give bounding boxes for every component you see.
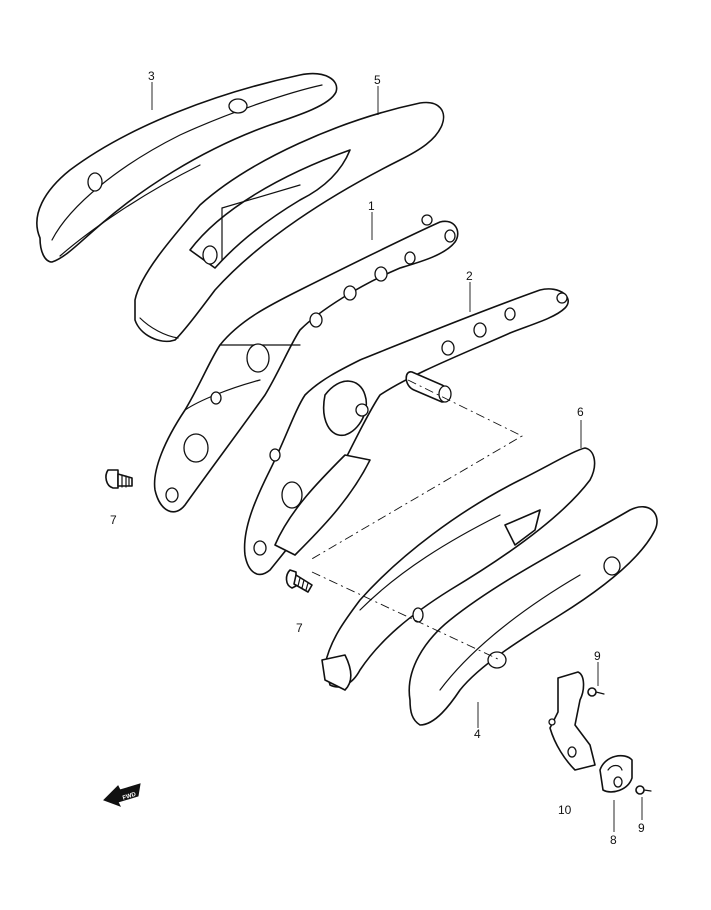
fwd-arrow-label: FWD [122, 791, 137, 801]
callout-10: 10 [558, 803, 572, 817]
fwd-arrow-icon: FWD [103, 783, 141, 807]
part-10-small-bracket [548, 671, 596, 771]
part-3-grip-cover [36, 73, 338, 263]
part-6-lower-cover [321, 447, 596, 691]
callout-9-lower: 9 [638, 821, 645, 835]
part-5-grip-panel [134, 101, 445, 342]
callout-3: 3 [148, 69, 155, 83]
part-4-outer-shell [408, 506, 658, 726]
part-2-right-bracket [243, 288, 569, 576]
leader-lines [151, 82, 643, 832]
callout-9-upper: 9 [594, 649, 601, 663]
part-7-bolt-center [285, 569, 313, 593]
part-9-screw-upper [587, 687, 605, 697]
callout-8: 8 [610, 833, 617, 847]
part-8-clamp [599, 754, 633, 793]
callout-6: 6 [577, 405, 584, 419]
part-7-bolt-left [105, 469, 133, 489]
alignment-line-lower [311, 571, 501, 661]
callout-7-center: 7 [296, 621, 303, 635]
part-1-left-bracket [153, 214, 459, 513]
alignment-line-upper [309, 379, 523, 561]
callout-2: 2 [466, 269, 473, 283]
callout-1: 1 [368, 199, 375, 213]
part-9-screw-lower [635, 785, 652, 795]
callout-5: 5 [374, 73, 381, 87]
callout-7-left: 7 [110, 513, 117, 527]
callout-4: 4 [474, 727, 481, 741]
